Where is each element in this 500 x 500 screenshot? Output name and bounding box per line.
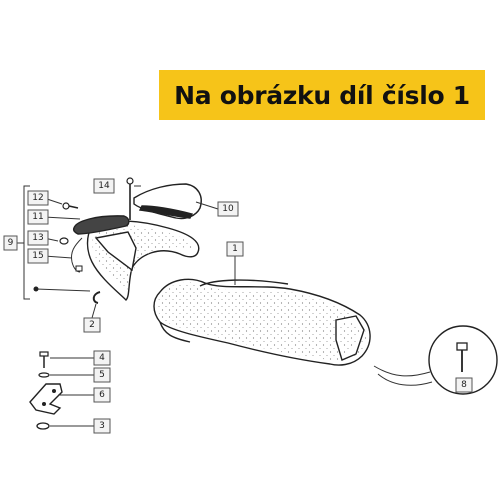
label-3: 3 <box>93 418 111 434</box>
label-5: 5 <box>93 367 111 383</box>
svg-text:2: 2 <box>89 320 95 330</box>
svg-text:10: 10 <box>222 204 234 214</box>
clip-2 <box>92 291 101 304</box>
svg-text:8: 8 <box>461 380 467 390</box>
svg-text:1: 1 <box>232 244 238 254</box>
label-13: 13 <box>27 230 49 246</box>
label-1: 1 <box>226 241 244 257</box>
screw-14 <box>126 177 134 220</box>
label-14: 14 <box>93 178 115 194</box>
svg-text:11: 11 <box>32 212 43 222</box>
seat-part <box>153 278 371 366</box>
grommet-3 <box>36 422 50 430</box>
wire-15 <box>71 237 83 273</box>
label-15: 15 <box>27 248 49 264</box>
screw-12 <box>62 202 79 210</box>
bolt-4 <box>39 351 49 368</box>
svg-text:9: 9 <box>8 238 14 248</box>
bulb-13 <box>59 237 69 245</box>
hinge-6 <box>29 383 63 415</box>
label-4: 4 <box>93 350 111 366</box>
tail-fairing <box>72 215 200 301</box>
label-9: 9 <box>3 235 18 251</box>
banner-text: Na obrázku díl číslo 1 <box>174 80 470 110</box>
svg-text:4: 4 <box>99 353 105 363</box>
label-2: 2 <box>83 317 101 333</box>
label-8: 8 <box>455 377 473 393</box>
label-6: 6 <box>93 387 111 403</box>
svg-text:13: 13 <box>32 233 43 243</box>
label-10: 10 <box>217 201 239 217</box>
lock-magnifier <box>373 325 498 395</box>
svg-text:12: 12 <box>32 193 43 203</box>
label-12: 12 <box>27 190 49 206</box>
svg-text:5: 5 <box>99 370 105 380</box>
svg-text:14: 14 <box>98 181 110 191</box>
svg-text:3: 3 <box>99 421 105 431</box>
svg-text:6: 6 <box>99 390 105 400</box>
title-banner: Na obrázku díl číslo 1 <box>159 70 485 120</box>
washer-5 <box>38 372 50 378</box>
rack-part <box>133 183 202 220</box>
svg-text:15: 15 <box>32 251 43 261</box>
label-11: 11 <box>27 209 49 225</box>
